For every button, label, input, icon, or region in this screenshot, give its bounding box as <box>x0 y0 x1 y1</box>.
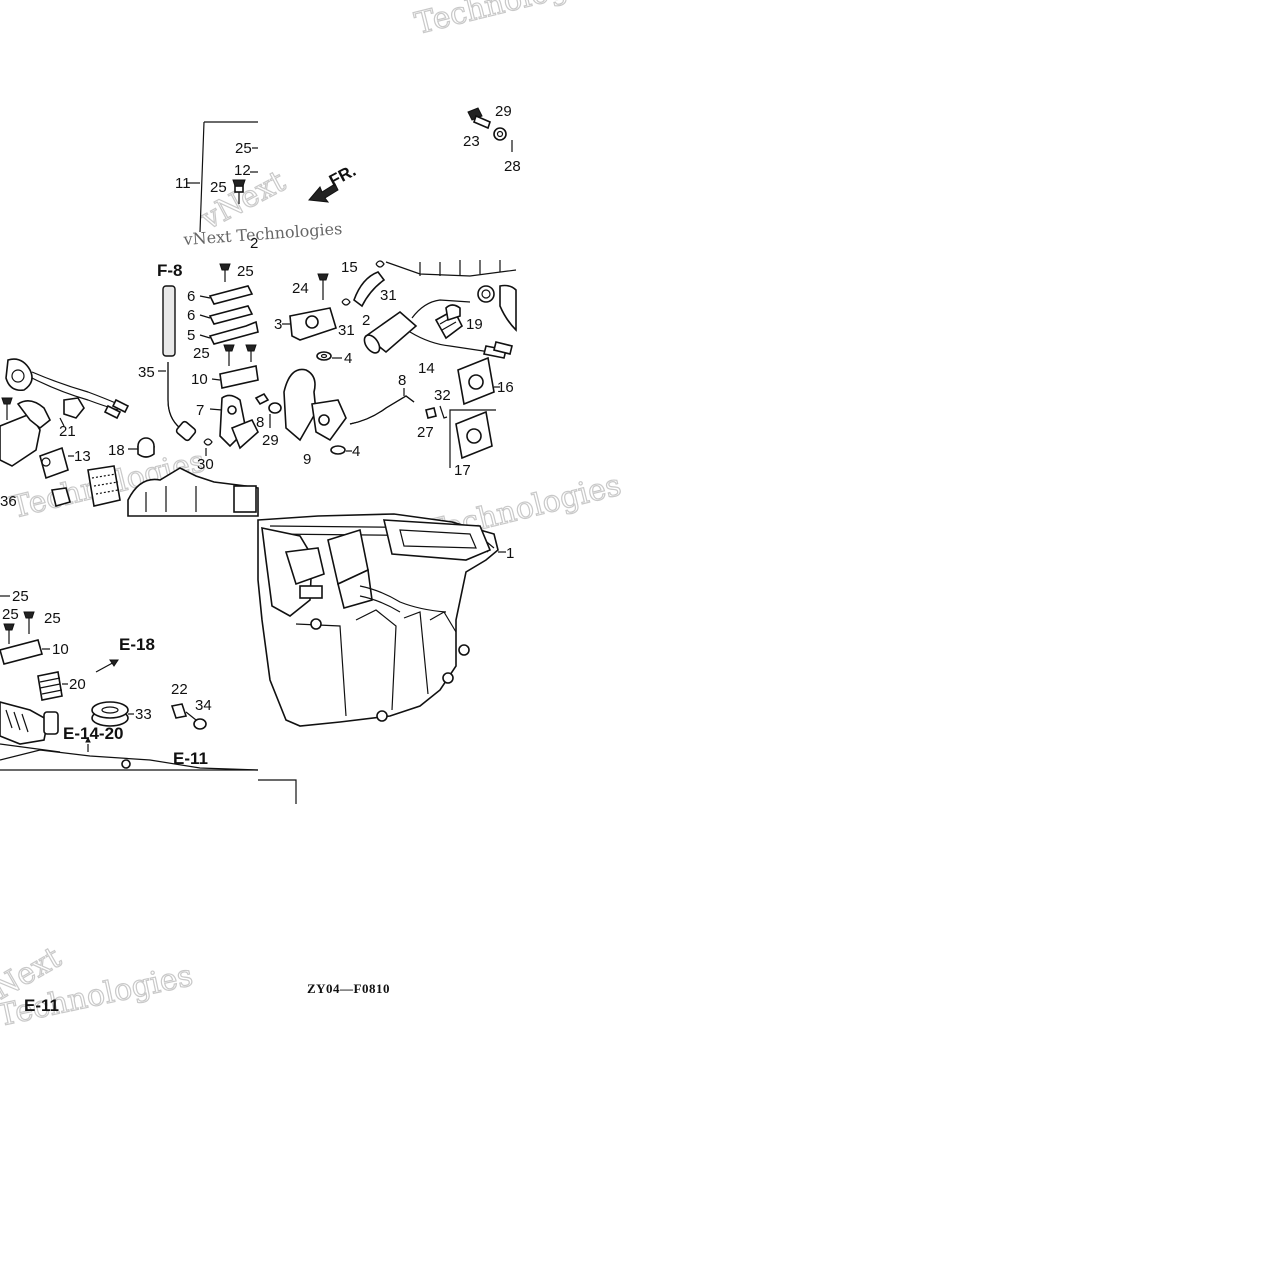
section-references: F-8 E-18 E-14-20 E-11 E-11 <box>24 261 208 1015</box>
front-direction-arrow <box>308 183 339 203</box>
part-label: 7 <box>196 402 204 419</box>
part-label: 28 <box>504 158 521 175</box>
section-ref: E-11 <box>173 749 208 768</box>
tile-bottom-left <box>0 595 259 771</box>
part-label: 15 <box>341 259 358 276</box>
part-label: 14 <box>418 360 435 377</box>
part-label: 4 <box>344 350 352 367</box>
tile-top-right: FR. <box>308 107 513 203</box>
part-label: 25 <box>210 179 227 196</box>
part-label: 29 <box>262 432 279 449</box>
part-label: 12 <box>234 162 251 179</box>
part-label: 30 <box>197 456 214 473</box>
part-label: 25 <box>235 140 252 157</box>
part-label: 32 <box>434 387 451 404</box>
section-ref: F-8 <box>157 261 183 280</box>
part-label: 16 <box>497 379 514 396</box>
drawing-code: ZY04—F0810 <box>307 981 390 996</box>
part-label: 17 <box>454 462 471 479</box>
section-ref: E-14-20 <box>63 724 123 743</box>
part-labels: 29 23 28 25 12 11 25 2 25 6 6 5 25 35 10… <box>0 103 521 723</box>
part-label: 35 <box>138 364 155 381</box>
part-label: 33 <box>135 706 152 723</box>
part-label: 10 <box>52 641 69 658</box>
part-label: 21 <box>59 423 76 440</box>
part-label: 4 <box>352 443 360 460</box>
part-label: 11 <box>175 175 191 192</box>
part-label: 31 <box>338 322 355 339</box>
part-label: 2 <box>250 235 258 252</box>
part-label: 25 <box>237 263 254 280</box>
part-label: 2 <box>362 312 370 329</box>
part-label: 6 <box>187 307 195 324</box>
part-label: 24 <box>292 280 309 297</box>
part-label: 19 <box>466 316 483 333</box>
part-label: 34 <box>195 697 212 714</box>
part-label: 25 <box>44 610 61 627</box>
part-label: 1 <box>506 545 514 562</box>
part-label: 5 <box>187 327 195 344</box>
section-ref: E-11 <box>24 996 59 1015</box>
part-label: 31 <box>380 287 397 304</box>
part-label: 29 <box>495 103 512 120</box>
part-label: 22 <box>171 681 188 698</box>
part-label: 25 <box>2 606 19 623</box>
part-label: 9 <box>303 451 311 468</box>
part-label: 10 <box>191 371 208 388</box>
part-label: 25 <box>12 588 29 605</box>
part-label: 18 <box>108 442 125 459</box>
part-label: 27 <box>417 424 434 441</box>
tile-bottom-right <box>257 513 506 804</box>
part-label: 23 <box>463 133 480 150</box>
part-label: 8 <box>256 414 264 431</box>
section-ref: E-18 <box>119 635 155 654</box>
part-label: 3 <box>274 316 282 333</box>
part-label: 20 <box>69 676 86 693</box>
part-label: 8 <box>398 372 406 389</box>
tile-mid-right <box>254 260 517 468</box>
part-label: 36 <box>0 493 17 510</box>
part-label: 13 <box>74 448 91 465</box>
watermark: Technologies <box>411 0 612 42</box>
part-label: 25 <box>193 345 210 362</box>
tile-top-left <box>186 121 258 233</box>
part-label: 6 <box>187 288 195 305</box>
tile-mid-left <box>0 263 259 517</box>
